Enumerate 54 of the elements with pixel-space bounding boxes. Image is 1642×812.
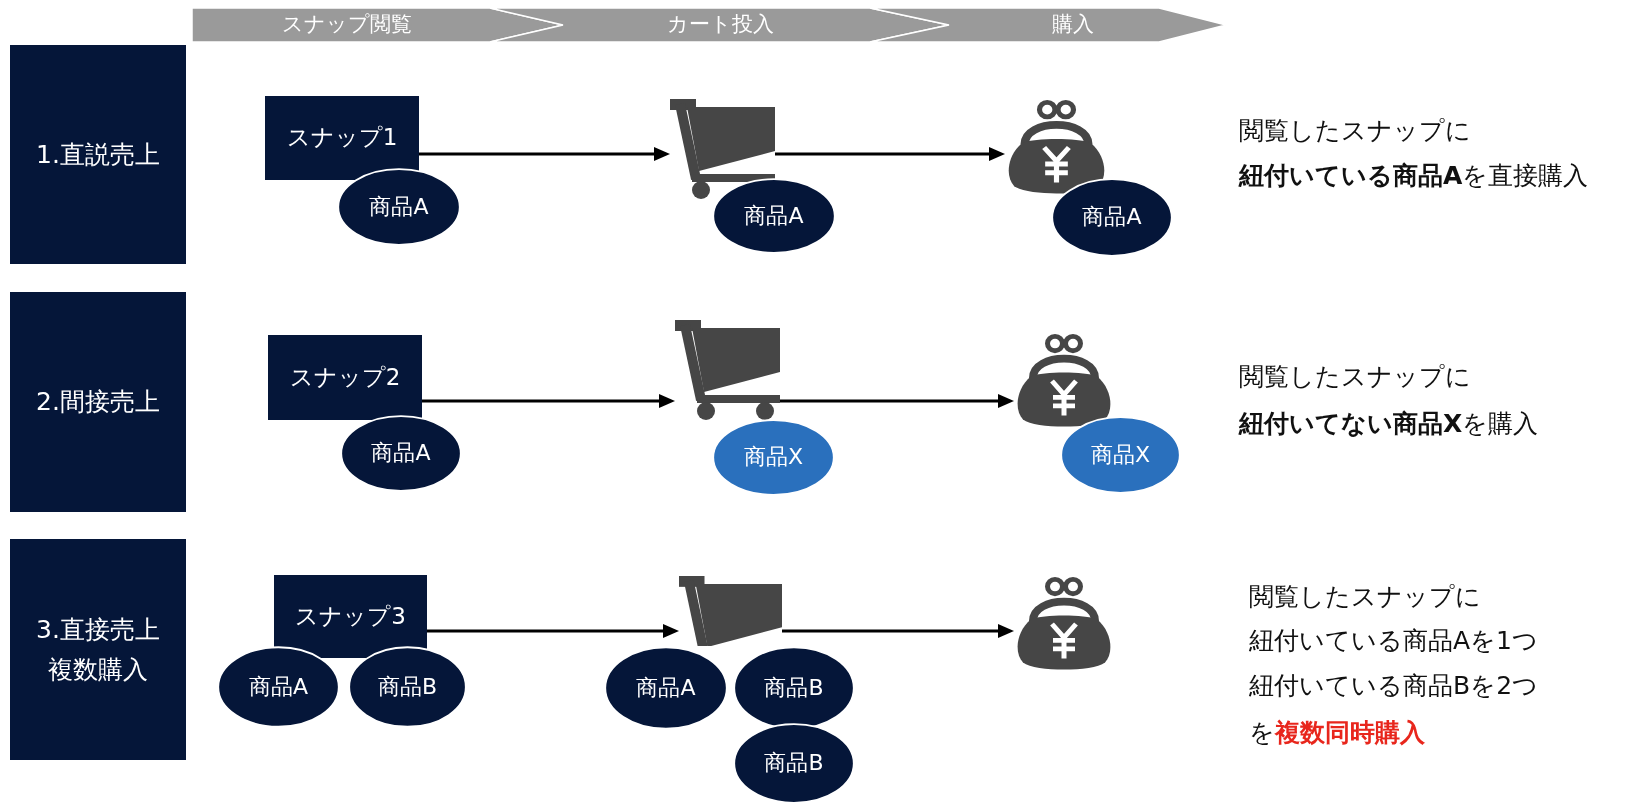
flow-arrow — [782, 624, 1014, 638]
category-title: 2.間接売上 — [36, 386, 160, 418]
snap-label: スナップ1 — [286, 124, 398, 152]
category-box — [10, 539, 186, 760]
product-ellipse — [337, 168, 461, 246]
product-label: 商品B — [377, 673, 438, 701]
step-label: スナップ閲覧 — [281, 12, 412, 38]
product-ellipse — [1060, 416, 1181, 494]
step-label: 購入 — [1052, 12, 1094, 38]
product-label: 商品X — [743, 444, 804, 471]
product-label: 商品A — [248, 673, 309, 701]
product-ellipse — [1051, 178, 1173, 257]
shopping-cart-icon — [670, 99, 775, 199]
product-ellipse — [712, 178, 836, 254]
description-text: 閲覧したスナップに — [1249, 581, 1481, 613]
description-text: 紐付いてない商品Xを購入 — [1239, 408, 1539, 440]
product-label: 商品A — [744, 202, 804, 230]
chevron-step — [870, 8, 1226, 42]
snap-label: スナップ2 — [289, 363, 401, 392]
description-text: を複数同時購入 — [1249, 717, 1425, 749]
flow-arrow — [775, 147, 1005, 161]
description-text: 紐付いている商品Aを直接購入 — [1239, 160, 1589, 192]
product-ellipse — [340, 415, 462, 492]
category-title: 1.直説売上 — [36, 138, 160, 171]
product-ellipse — [604, 646, 728, 730]
category-box — [10, 292, 186, 512]
description-text: 閲覧したスナップに — [1239, 115, 1471, 147]
category-box — [10, 45, 186, 264]
product-ellipse — [712, 419, 835, 496]
flow-arrow — [427, 624, 679, 638]
description-text: 閲覧したスナップに — [1239, 361, 1471, 393]
product-ellipse — [348, 646, 467, 728]
product-label: 商品B — [764, 674, 824, 702]
product-label: 商品A — [1082, 204, 1142, 231]
shopping-cart-icon — [679, 576, 782, 646]
flow-arrow — [419, 147, 670, 161]
snap-box — [268, 335, 422, 420]
description-text: 紐付いている商品Aを1つ — [1249, 625, 1538, 657]
step-label: カート投入 — [666, 12, 774, 38]
flow-arrow — [780, 394, 1014, 408]
product-label: 商品A — [371, 440, 431, 467]
description-text: 紐付いている商品Bを2つ — [1249, 670, 1539, 702]
snap-box — [265, 96, 419, 180]
snap-box — [274, 575, 427, 658]
product-label: 商品A — [369, 193, 429, 221]
snap-label: スナップ3 — [295, 602, 406, 631]
category-title: 3.直接売上複数購入 — [35, 613, 161, 686]
product-ellipse — [217, 646, 340, 728]
product-label: 商品B — [764, 750, 824, 777]
shopping-cart-icon — [675, 320, 780, 420]
product-label: 商品X — [1090, 441, 1151, 469]
flow-arrow — [422, 394, 675, 408]
product-ellipse — [733, 723, 855, 804]
product-label: 商品A — [636, 674, 696, 702]
